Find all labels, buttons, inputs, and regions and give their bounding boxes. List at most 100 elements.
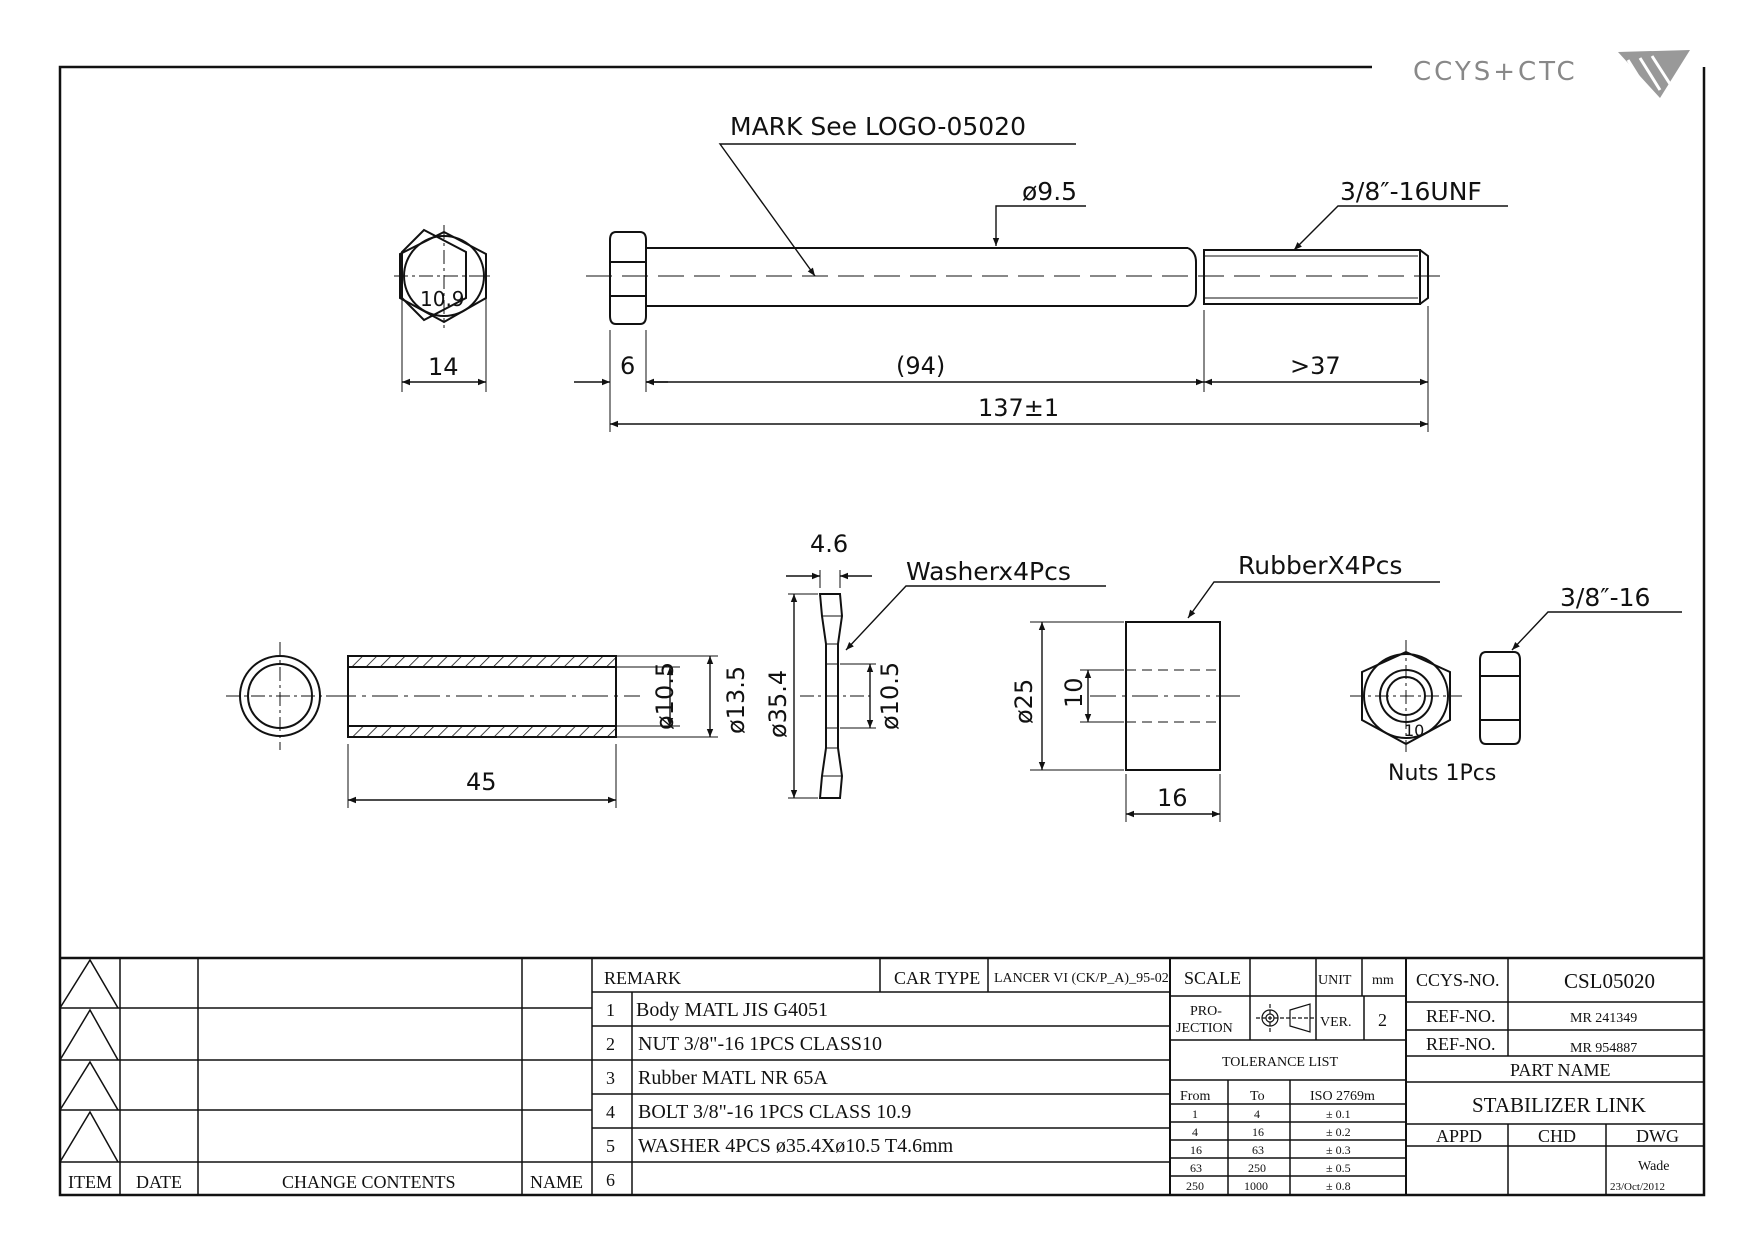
tol-to-2: 16 [1252, 1125, 1264, 1139]
dwg-label: DWG [1636, 1126, 1679, 1146]
tol-from-2: 4 [1192, 1125, 1198, 1139]
sleeve-outer-dia-dim: ø13.5 [722, 666, 750, 734]
ref-no-label-2: REF-NO. [1426, 1034, 1496, 1054]
scale-label: SCALE [1184, 968, 1241, 988]
washer-view [786, 570, 1106, 799]
rev-date-header: DATE [136, 1172, 182, 1192]
dwg-name: Wade [1638, 1159, 1670, 1174]
mark-callout: MARK See LOGO-05020 [730, 112, 1026, 141]
sleeve-wall-top [347, 655, 617, 668]
rubber-inner-dia-dim: 10 [1060, 677, 1088, 708]
company-logo: CCYS+CTC [1413, 50, 1690, 98]
thread-callout: 3/8″-16UNF [1340, 177, 1482, 206]
tol-to-4: 250 [1248, 1161, 1266, 1175]
tol-to-1: 4 [1254, 1107, 1260, 1121]
tol-from-5: 250 [1186, 1179, 1204, 1193]
tol-val-2: ± 0.2 [1326, 1125, 1351, 1139]
bolt-thread [1203, 249, 1421, 305]
remark-no-4: 4 [606, 1102, 615, 1122]
ver-value: 2 [1378, 1010, 1387, 1030]
nut-thread-callout: 3/8″-16 [1560, 583, 1650, 612]
rev-contents-header: CHANGE CONTENTS [282, 1172, 456, 1192]
tolerance-title: TOLERANCE LIST [1222, 1055, 1338, 1070]
nut-side-profile [1479, 651, 1521, 745]
remark-no-1: 1 [606, 1000, 615, 1020]
rubber-view [1030, 581, 1440, 822]
tol-from-4: 63 [1190, 1161, 1202, 1175]
remark-text-3: Rubber MATL NR 65A [638, 1067, 828, 1089]
remark-text-4: BOLT 3/8"-16 1PCS CLASS 10.9 [638, 1101, 911, 1123]
remark-text-2: NUT 3/8"-16 1PCS CLASS10 [638, 1033, 882, 1055]
tol-to-5: 1000 [1244, 1179, 1268, 1193]
across-flats-dim: 14 [428, 353, 459, 381]
rubber-outer-dia-dim: ø25 [1010, 679, 1038, 724]
part-name-label: PART NAME [1510, 1060, 1610, 1080]
tol-val-5: ± 0.8 [1326, 1179, 1351, 1193]
rev-item-header: ITEM [68, 1172, 112, 1192]
rubber-callout: RubberX4Pcs [1238, 551, 1402, 580]
car-type-label: CAR TYPE [894, 968, 980, 988]
unit-value: mm [1372, 973, 1394, 988]
tol-to-3: 63 [1252, 1143, 1264, 1157]
unit-label: UNIT [1318, 973, 1352, 988]
bolt-head-end-view [394, 225, 494, 392]
remark-text-5: WASHER 4PCS ø35.4Xø10.5 T4.6mm [638, 1135, 954, 1157]
car-type-value: LANCER VI (CK/P_A)_95-02 [994, 971, 1169, 986]
nut-view [1350, 611, 1682, 752]
remark-no-5: 5 [606, 1136, 615, 1156]
head-height-dim: 6 [620, 352, 635, 380]
tolerance-header-from: From [1180, 1089, 1210, 1104]
chd-label: CHD [1538, 1126, 1576, 1146]
remark-no-6: 6 [606, 1170, 615, 1190]
washer-thickness-dim: 4.6 [810, 530, 848, 558]
sleeve-view [226, 642, 718, 808]
remark-no-2: 2 [606, 1034, 615, 1054]
nuts-label: Nuts 1Pcs [1388, 761, 1496, 786]
drawing-border [58, 65, 1706, 1197]
ref-no-label-1: REF-NO. [1426, 1006, 1496, 1026]
washer-outer-dia-dim: ø35.4 [764, 670, 792, 738]
ref-no-value-2: MR 954887 [1570, 1041, 1637, 1056]
tol-val-4: ± 0.5 [1326, 1161, 1351, 1175]
tol-from-3: 16 [1190, 1143, 1202, 1157]
head-grade-mark: 10.9 [420, 287, 465, 311]
sleeve-length-dim: 45 [466, 768, 497, 796]
ref-no-value-1: MR 241349 [1570, 1011, 1637, 1026]
appd-label: APPD [1436, 1126, 1482, 1146]
shank-dia-callout: ø9.5 [1022, 177, 1077, 206]
shank-length-dim: (94) [896, 352, 945, 380]
rev-name-header: NAME [530, 1172, 583, 1192]
tolerance-header-iso: ISO 2769m [1310, 1089, 1375, 1104]
nut-grade-mark: 10 [1404, 721, 1424, 740]
ccys-no-label: CCYS-NO. [1416, 970, 1500, 990]
overall-length-dim: 137±1 [978, 394, 1059, 422]
projection-label-2: JECTION [1176, 1021, 1233, 1036]
sleeve-wall-bottom [347, 725, 617, 738]
tol-from-1: 1 [1192, 1107, 1198, 1121]
tolerance-rows: 1 4 ± 0.1 4 16 ± 0.2 16 63 ± 0.3 63 250 … [1186, 1107, 1351, 1193]
rubber-length-dim: 16 [1157, 784, 1188, 812]
remark-no-3: 3 [606, 1068, 615, 1088]
bolt-head-side [609, 231, 647, 325]
tol-val-1: ± 0.1 [1326, 1107, 1351, 1121]
title-block-grid [59, 956, 1704, 1195]
part-name-value: STABILIZER LINK [1472, 1093, 1646, 1117]
bolt-head-hexagon [399, 230, 487, 324]
ver-label: VER. [1320, 1015, 1352, 1030]
washer-callout: Washerx4Pcs [906, 557, 1071, 586]
washer-inner-dia-dim: ø10.5 [876, 662, 904, 730]
remark-header: REMARK [604, 968, 681, 988]
sleeve-inner-dia-dim: ø10.5 [651, 662, 679, 730]
tolerance-header-to: To [1250, 1089, 1265, 1104]
tol-val-3: ± 0.3 [1326, 1143, 1351, 1157]
logo-text: CCYS+CTC [1413, 57, 1578, 87]
thread-length-dim: >37 [1290, 352, 1341, 380]
remark-text-1: Body MATL JIS G4051 [636, 999, 828, 1021]
logo-emblem-icon [1618, 50, 1690, 98]
bolt-side-view [574, 143, 1508, 432]
first-angle-projection-icon [1256, 1003, 1314, 1033]
projection-label-1: PRO- [1190, 1004, 1222, 1019]
ccys-no-value: CSL05020 [1564, 969, 1655, 993]
dwg-date: 23/Oct/2012 [1610, 1181, 1665, 1193]
